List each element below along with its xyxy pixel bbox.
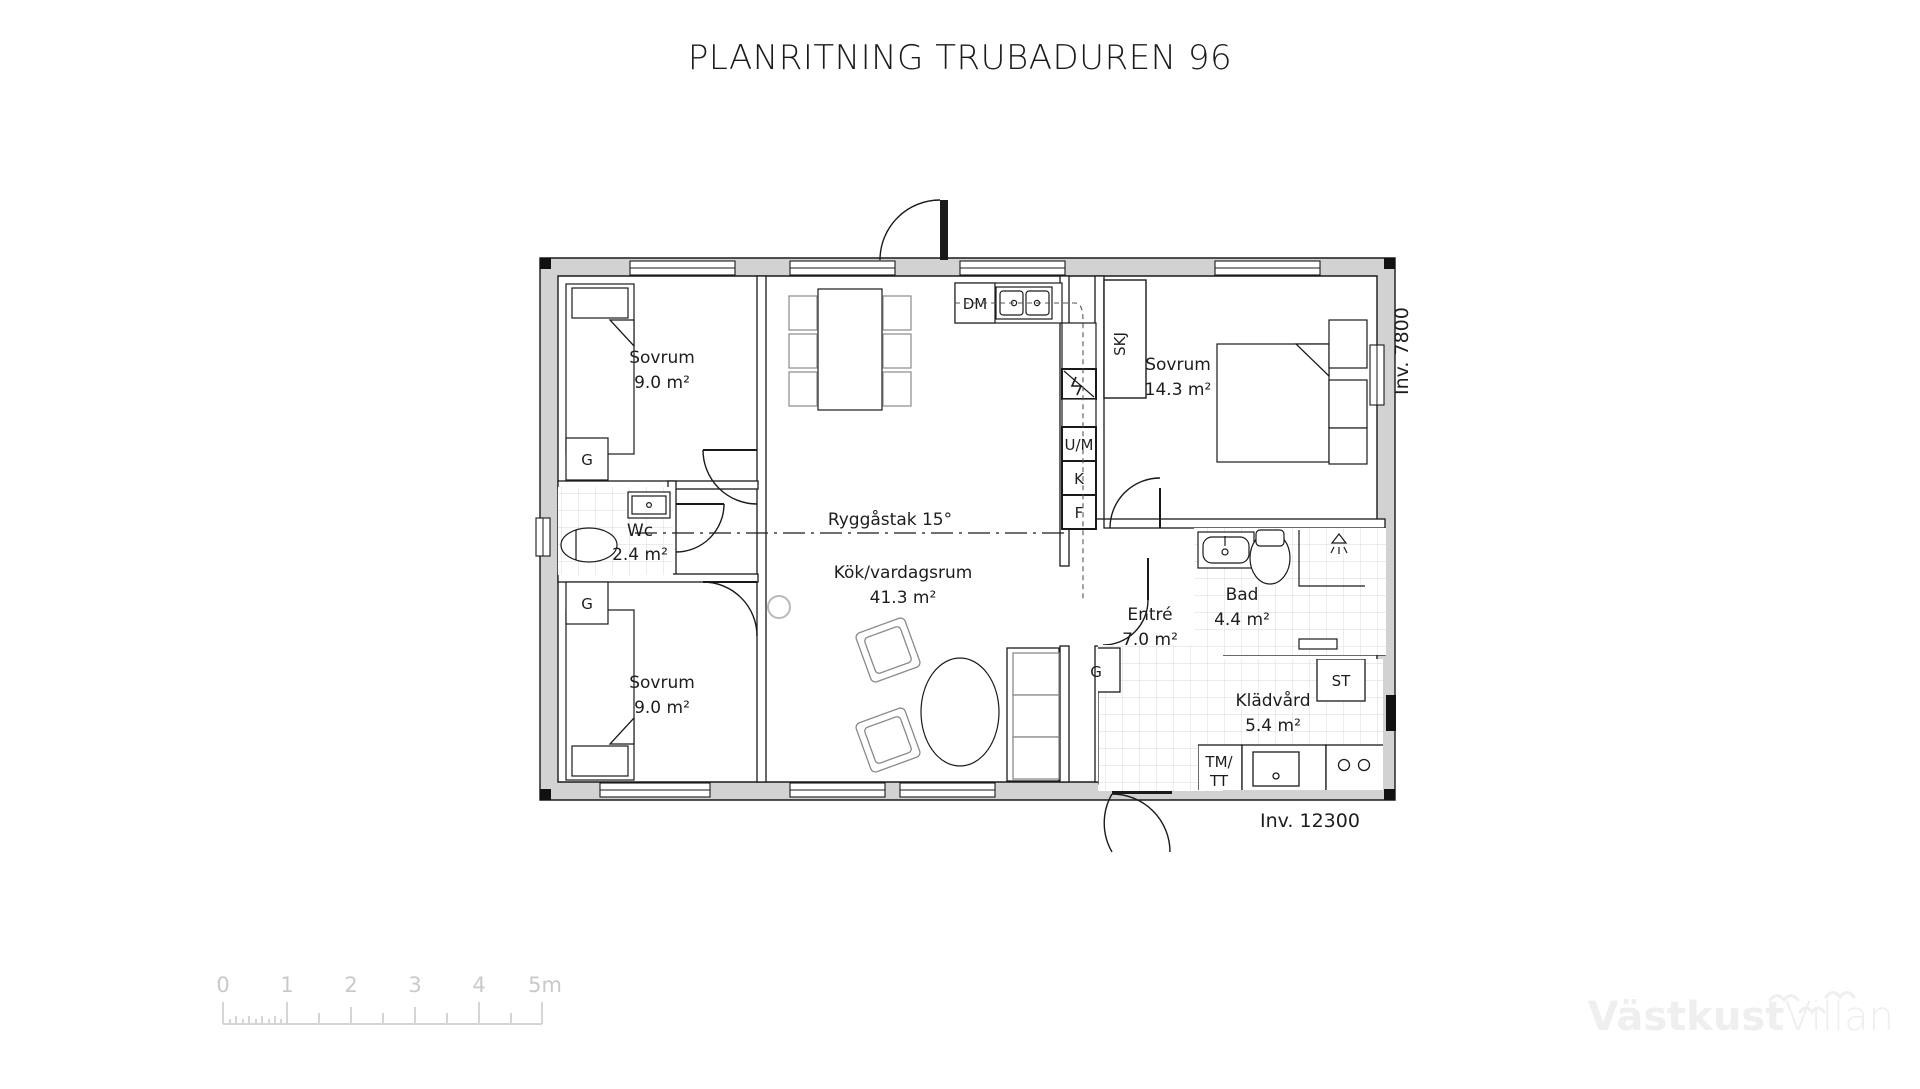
wall-corner-marks <box>540 258 1395 800</box>
ridge-label: Ryggåstak 15° <box>828 509 952 530</box>
scale-tick-3: 3 <box>408 973 421 997</box>
fixture-label-k: K <box>1074 470 1085 488</box>
scale-tick-2: 2 <box>344 973 357 997</box>
room-area-bad: 4.4 m² <box>1214 610 1270 630</box>
fixture-label-f: F <box>1075 504 1084 522</box>
shower-bad <box>1298 530 1365 587</box>
room-kok-vardagsrum: DM U/M K F Ryggåstak 15° <box>635 282 1097 782</box>
sink-bad <box>1197 531 1255 569</box>
toilet-wc <box>560 527 618 563</box>
fixture-label-skj: SKJ <box>1111 332 1129 356</box>
room-name-entre: Entré <box>1127 605 1172 625</box>
wardrobe-g-1 <box>565 437 609 481</box>
door-sovrum-top-left <box>702 449 758 505</box>
fixture-label-tm: TM/ <box>1204 753 1233 771</box>
fixture-label-um: U/M <box>1065 436 1094 454</box>
room-name-wc: Wc <box>627 521 653 541</box>
fixture-label-g-3: G <box>1090 663 1102 681</box>
brand-logo-light: Villan <box>1784 994 1894 1040</box>
door-top-terrace <box>879 199 948 261</box>
armchair-1 <box>855 617 921 683</box>
room-bad: Bad 4.4 m² <box>1194 528 1386 655</box>
room-area-sovrum-top-left: 9.0 m² <box>634 373 690 393</box>
room-area-wc: 2.4 m² <box>612 545 668 565</box>
room-area-kok-vardagsrum: 41.3 m² <box>870 588 937 608</box>
bath-step <box>1298 638 1338 650</box>
room-sovrum-top-left: G Sovrum 9.0 m² <box>565 283 695 481</box>
wardrobe-g-3 <box>1098 647 1121 693</box>
bed-bottom-left <box>565 609 635 781</box>
scale-tick-5: 5m <box>528 973 562 997</box>
room-kladvard: ST TM/ TT Klädvård 5.4 m² <box>1198 659 1383 790</box>
scale-tick-1: 1 <box>280 973 293 997</box>
scale-tick-0: 0 <box>216 973 229 997</box>
dining-set <box>788 288 912 411</box>
room-name-sovrum-bottom-left: Sovrum <box>629 673 695 693</box>
door-sovrum-right <box>1109 477 1161 529</box>
door-bad <box>1102 558 1149 646</box>
room-name-kladvard: Klädvård <box>1235 690 1310 711</box>
armchair-2 <box>855 707 921 773</box>
room-wc: Wc 2.4 m² <box>558 487 673 575</box>
toilet-bad <box>1249 529 1291 585</box>
coat-rack <box>1098 691 1099 785</box>
room-sovrum-bottom-left: G Sovrum 9.0 m² <box>565 581 695 781</box>
windows <box>535 260 1396 798</box>
fixture-label-dm: DM <box>963 295 988 313</box>
room-area-entre: 7.0 m² <box>1122 630 1178 650</box>
scale-bar: 0 1 2 3 4 5m <box>216 973 562 1025</box>
door-sovrum-bottom-left <box>702 581 758 637</box>
brand-logo-bold: Västkust <box>1587 994 1785 1040</box>
sofa <box>1006 647 1060 782</box>
scale-tick-4: 4 <box>472 973 485 997</box>
dimension-horizontal: Inv. 12300 <box>1260 810 1360 832</box>
room-area-kladvard: 5.4 m² <box>1245 716 1301 736</box>
sink-wc <box>627 491 671 519</box>
room-name-sovrum-top-left: Sovrum <box>629 348 695 368</box>
logo-birds-icon <box>1768 991 1856 1015</box>
room-name-kok-vardagsrum: Kök/vardagsrum <box>834 563 973 583</box>
closet-skj <box>1103 279 1147 399</box>
room-name-bad: Bad <box>1226 585 1259 605</box>
laundry-sink <box>1325 744 1383 790</box>
coffee-table <box>920 657 1000 767</box>
fixture-label-tt: TT <box>1209 772 1229 790</box>
bed-top-left <box>565 283 635 455</box>
room-sovrum-right: SKJ Sovrum 14.3 m² <box>1103 279 1368 465</box>
flue-dashed <box>955 302 1084 600</box>
fixture-label-g-2: G <box>581 595 593 613</box>
page-title: PLANRITNING TRUBADUREN 96 <box>687 38 1233 78</box>
wardrobe-g-2 <box>565 581 609 625</box>
room-area-sovrum-bottom-left: 9.0 m² <box>634 698 690 718</box>
floor-marker <box>767 595 791 619</box>
bed-right <box>1216 319 1368 465</box>
laundry-counter <box>1241 744 1327 790</box>
appliance-column <box>1061 322 1097 530</box>
door-wc <box>675 503 725 553</box>
fixture-label-g-1: G <box>581 451 593 469</box>
dimension-vertical: Inv. 7800 <box>1391 307 1413 395</box>
room-name-sovrum-right: Sovrum <box>1145 355 1211 375</box>
brand-logo: VästkustVillan <box>1588 997 1894 1037</box>
room-area-sovrum-right: 14.3 m² <box>1145 380 1212 400</box>
storage-st <box>1316 659 1366 702</box>
fixture-label-st: ST <box>1332 672 1352 690</box>
shower-head-icon <box>1330 533 1348 554</box>
